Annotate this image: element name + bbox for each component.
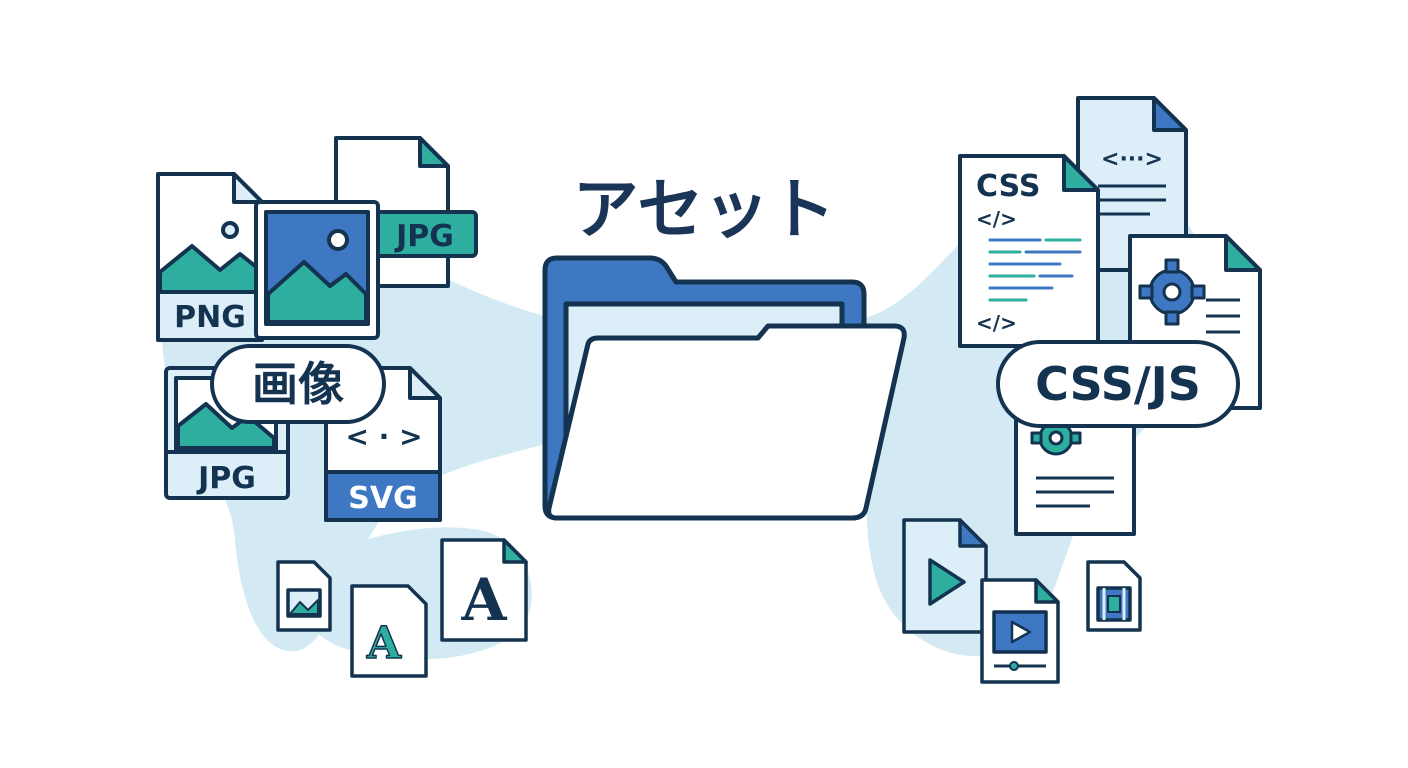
svg-code-glyph: < · >: [345, 420, 422, 453]
file-gear-doc: [1014, 408, 1136, 536]
file-tag-png: PNG: [174, 300, 246, 335]
label-images-text: 画像: [252, 357, 344, 411]
file-tag-jpg-2: JPG: [196, 461, 256, 496]
page-title: アセット: [573, 171, 836, 248]
html-tag-glyph: <···>: [1101, 147, 1163, 172]
file-tag-svg: SVG: [348, 481, 417, 516]
video-player-file: [980, 578, 1060, 684]
font-file-large: A: [440, 538, 528, 642]
file-png: PNG: [156, 172, 264, 342]
file-css: CSS </> </>: [958, 154, 1100, 348]
file-tag-jpg: JPG: [394, 219, 454, 254]
code-lines: [988, 238, 1082, 302]
code-tag-top: </>: [976, 207, 1017, 231]
label-images: 画像: [210, 344, 386, 424]
film-icon: [1086, 560, 1142, 632]
play-icon: [902, 518, 988, 634]
label-code: CSS/JS: [996, 340, 1240, 428]
font-icon: A: [350, 584, 428, 678]
image-icon: [254, 200, 380, 340]
label-code-text: CSS/JS: [1035, 357, 1201, 411]
file-html: <···>: [1076, 96, 1188, 272]
font-glyph-small: A: [366, 618, 402, 669]
font-glyph-large: A: [460, 566, 507, 634]
code-tag-bottom: </>: [976, 311, 1017, 335]
small-image-file: [276, 560, 332, 632]
file-tag-css: CSS: [976, 169, 1040, 204]
folder-icon: [542, 255, 907, 521]
gear-icon: [1138, 258, 1206, 326]
